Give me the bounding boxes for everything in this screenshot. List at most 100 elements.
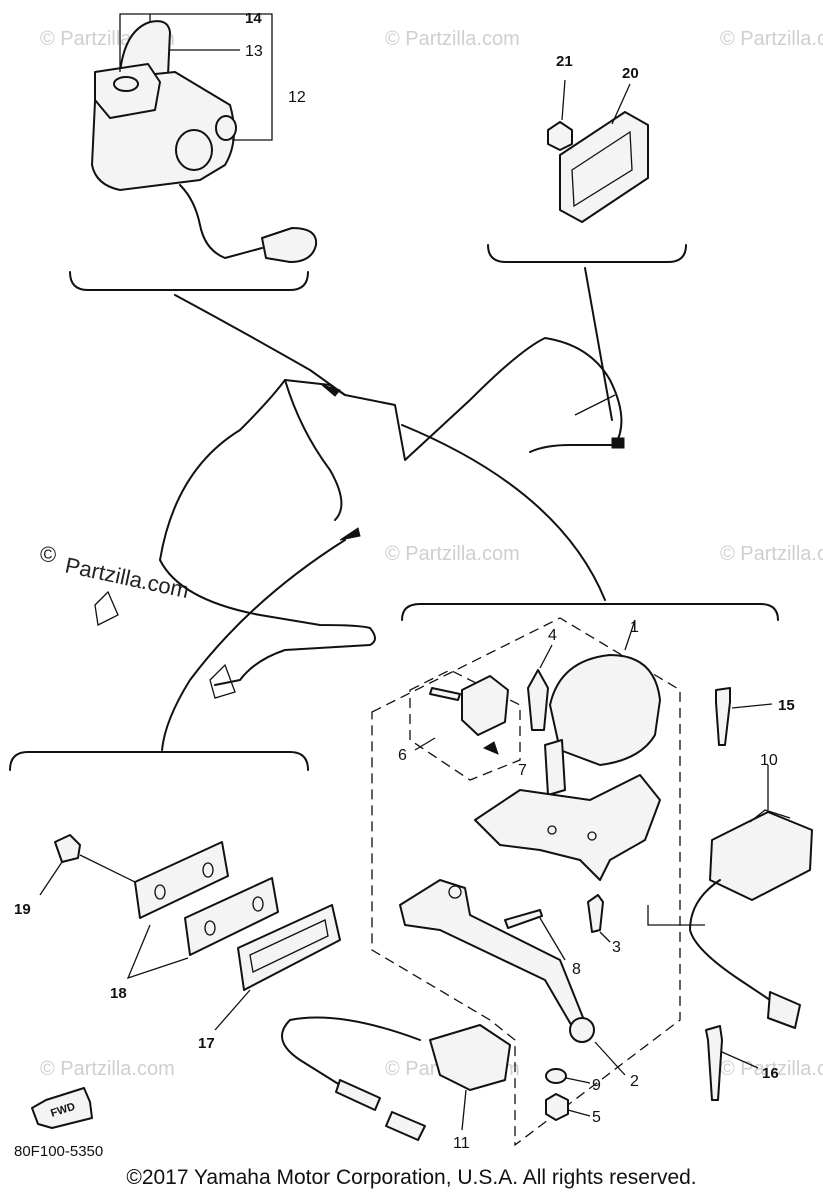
callout-13: 13 — [245, 43, 263, 60]
housing-bolt — [215, 115, 237, 141]
leader-3 — [599, 931, 611, 943]
watermark: © Partzilla.com — [385, 543, 520, 565]
throttle-assembly: 1 4 6 7 2 3 8 — [281, 603, 813, 1152]
callout-14: 14 — [245, 10, 262, 27]
hood-mount — [339, 527, 361, 541]
throttle-housing — [474, 774, 661, 881]
gasket-hole — [204, 920, 216, 936]
routing-line — [647, 905, 705, 926]
assembly-boundary — [371, 617, 681, 1147]
watermark: © Partzilla.com — [720, 28, 823, 50]
callout-8: 8 — [572, 961, 581, 978]
leader-15 — [731, 703, 773, 709]
watermark: © Partzilla.com — [720, 1058, 823, 1080]
housing-boss — [175, 129, 213, 171]
control-unit-connector — [767, 991, 801, 1029]
cable-tie-part — [715, 687, 731, 746]
switch-boundary — [409, 669, 521, 781]
screw-part — [527, 669, 549, 731]
copyright-notice: ©2017 Yamaha Motor Corporation, U.S.A. A… — [126, 1166, 697, 1189]
leader-21 — [561, 79, 566, 121]
switch-part — [461, 675, 509, 736]
watermark: © Partzilla.com — [720, 543, 823, 565]
bracket-line — [69, 271, 309, 291]
leader-4 — [539, 644, 553, 669]
bracket-line — [487, 244, 687, 263]
sensor-part — [429, 1024, 511, 1091]
sensor-plug — [335, 1079, 381, 1111]
hood-tab — [94, 590, 119, 626]
callout-5: 5 — [592, 1109, 601, 1126]
leader-18 — [126, 924, 189, 980]
lamp-assembly: 19 18 17 — [9, 751, 341, 1052]
lever-knob — [569, 1017, 595, 1043]
leader-6 — [414, 737, 436, 751]
fwd-arrow: FWD — [31, 1087, 93, 1129]
connector-part — [261, 227, 318, 263]
gasket-hole — [154, 884, 166, 900]
housing-hole — [587, 831, 597, 841]
reflector-assembly: 21 20 — [487, 53, 687, 263]
leader-5 — [567, 1109, 591, 1117]
callout-20: 20 — [622, 65, 639, 82]
callout-4: 4 — [548, 627, 557, 644]
reflector-part — [559, 111, 649, 223]
callout-21: 21 — [556, 53, 573, 70]
nut-part — [547, 121, 573, 151]
switch-screw — [429, 687, 461, 701]
callout-6: 6 — [398, 747, 407, 764]
routing-line — [401, 424, 606, 601]
callout-10: 10 — [760, 752, 778, 769]
callout-1: 1 — [630, 619, 639, 636]
gasket-hole — [202, 862, 214, 878]
callout-11: 11 — [453, 1135, 470, 1152]
reflector-lens — [571, 130, 633, 208]
control-unit-part — [709, 811, 813, 901]
diagram-code: 80F100-5350 — [14, 1143, 103, 1160]
watermark: © Partzilla.com — [385, 28, 520, 50]
callout-17: 17 — [198, 1035, 215, 1052]
fwd-arrow-icon — [31, 1087, 93, 1129]
gasket-hole — [252, 896, 264, 912]
callout-19: 19 — [14, 901, 31, 918]
control-unit-cable — [689, 879, 771, 1001]
hood-assembly — [94, 267, 625, 751]
callout-15: 15 — [778, 697, 795, 714]
hood-mount — [611, 437, 625, 449]
routing-line — [174, 294, 346, 396]
leader-2 — [594, 1041, 626, 1076]
leader-9 — [565, 1077, 591, 1084]
leader-19 — [39, 861, 63, 896]
callout-2: 2 — [630, 1073, 639, 1090]
cable-tie-part — [705, 1025, 723, 1101]
callout-3: 3 — [612, 939, 621, 956]
leader-8 — [539, 917, 566, 961]
housing-hole — [547, 825, 557, 835]
cable — [179, 184, 263, 259]
cover-part — [549, 654, 661, 766]
leader-16 — [721, 1051, 759, 1069]
callout-7: 7 — [518, 762, 527, 779]
watermark-prefix: © — [40, 542, 56, 567]
callout-12: 12 — [288, 89, 306, 106]
leader-17 — [214, 989, 251, 1031]
hood-outline — [159, 337, 623, 561]
washer-part — [545, 1068, 567, 1084]
routing-line — [79, 854, 136, 883]
callout-9: 9 — [592, 1077, 601, 1094]
lever-pivot — [448, 885, 462, 899]
nut-part — [545, 1093, 569, 1121]
callout-16: 16 — [762, 1065, 779, 1082]
hood-ridge — [284, 379, 343, 521]
leader-11 — [461, 1089, 467, 1131]
switch-clip — [482, 741, 499, 755]
leader-12 — [119, 13, 273, 141]
leader-20 — [611, 83, 631, 125]
watermark: © Partzilla.com — [40, 1058, 175, 1080]
hood-mount — [321, 384, 341, 397]
routing-line — [161, 539, 346, 751]
hood-tab — [209, 663, 236, 699]
control-unit-detail — [749, 809, 791, 823]
leader-1 — [624, 619, 636, 651]
